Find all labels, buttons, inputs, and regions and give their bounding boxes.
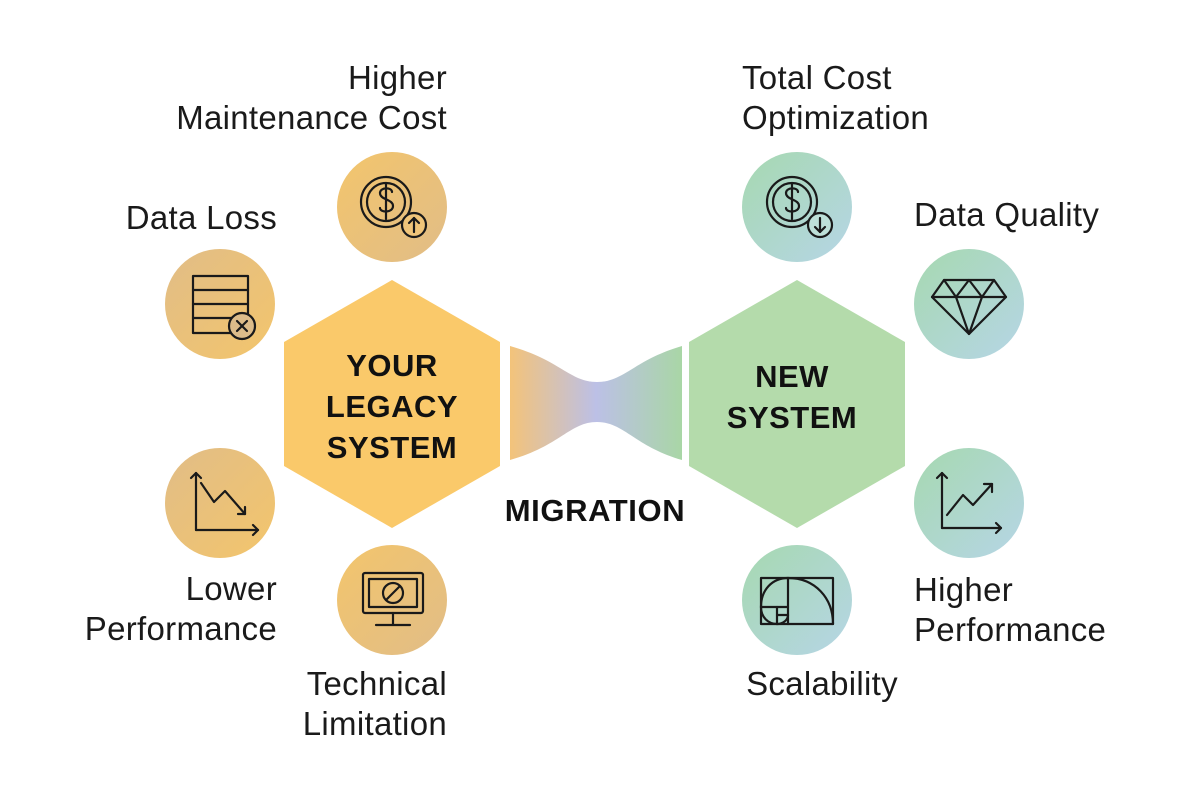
maintenance-cost-circle bbox=[337, 152, 447, 262]
data-quality-circle bbox=[914, 249, 1024, 359]
legacy-title-line-1: YOUR bbox=[346, 348, 438, 383]
maintenance-cost-label: Higher Maintenance Cost bbox=[120, 58, 447, 138]
migration-label: MIGRATION bbox=[504, 493, 686, 528]
technical-limitation-line-1: Technical bbox=[306, 665, 447, 702]
scalability-line-1: Scalability bbox=[746, 665, 898, 702]
total-cost-label: Total Cost Optimization bbox=[742, 58, 1042, 138]
maintenance-cost-line-1: Higher bbox=[347, 59, 447, 96]
monitor-blocked-icon bbox=[361, 571, 425, 627]
technical-limitation-line-2: Limitation bbox=[302, 705, 447, 742]
scalability-label: Scalability bbox=[712, 664, 932, 704]
new-title-line-2: SYSTEM bbox=[726, 400, 858, 435]
technical-limitation-label: Technical Limitation bbox=[200, 664, 447, 744]
maintenance-cost-line-2: Maintenance Cost bbox=[176, 99, 447, 136]
legacy-title-line-2: LEGACY bbox=[325, 389, 459, 424]
chart-down-icon bbox=[189, 471, 260, 537]
new-system-hexagon bbox=[689, 280, 905, 528]
higher-performance-line-1: Higher bbox=[914, 571, 1014, 608]
new-system-title: NEW SYSTEM bbox=[692, 356, 892, 438]
data-loss-circle bbox=[165, 249, 275, 359]
migration-bridge bbox=[510, 346, 682, 460]
higher-performance-circle bbox=[914, 448, 1024, 558]
total-cost-line-1: Total Cost bbox=[742, 59, 892, 96]
lower-performance-line-1: Lower bbox=[185, 570, 277, 607]
database-x-icon bbox=[191, 274, 257, 341]
chart-up-icon bbox=[935, 471, 1003, 535]
total-cost-circle bbox=[742, 152, 852, 262]
technical-limitation-circle bbox=[337, 545, 447, 655]
lower-performance-line-2: Performance bbox=[84, 610, 277, 647]
higher-performance-line-2: Performance bbox=[914, 611, 1107, 648]
lower-performance-circle bbox=[165, 448, 275, 558]
dollar-down-icon bbox=[765, 175, 834, 239]
legacy-system-title: YOUR LEGACY SYSTEM bbox=[292, 345, 492, 468]
data-loss-label: Data Loss bbox=[60, 198, 277, 238]
legacy-system-hexagon bbox=[284, 280, 500, 528]
diamond-icon bbox=[930, 278, 1008, 336]
data-quality-label: Data Quality bbox=[914, 195, 1154, 235]
lower-performance-label: Lower Performance bbox=[40, 569, 277, 649]
scalability-circle bbox=[742, 545, 852, 655]
golden-ratio-icon bbox=[759, 576, 835, 626]
data-loss-line-1: Data Loss bbox=[125, 199, 277, 236]
legacy-title-line-3: SYSTEM bbox=[326, 430, 458, 465]
total-cost-line-2: Optimization bbox=[742, 99, 930, 136]
data-quality-line-1: Data Quality bbox=[914, 196, 1100, 233]
new-title-line-1: NEW bbox=[755, 359, 829, 394]
dollar-up-icon bbox=[359, 175, 428, 239]
higher-performance-label: Higher Performance bbox=[914, 570, 1164, 650]
